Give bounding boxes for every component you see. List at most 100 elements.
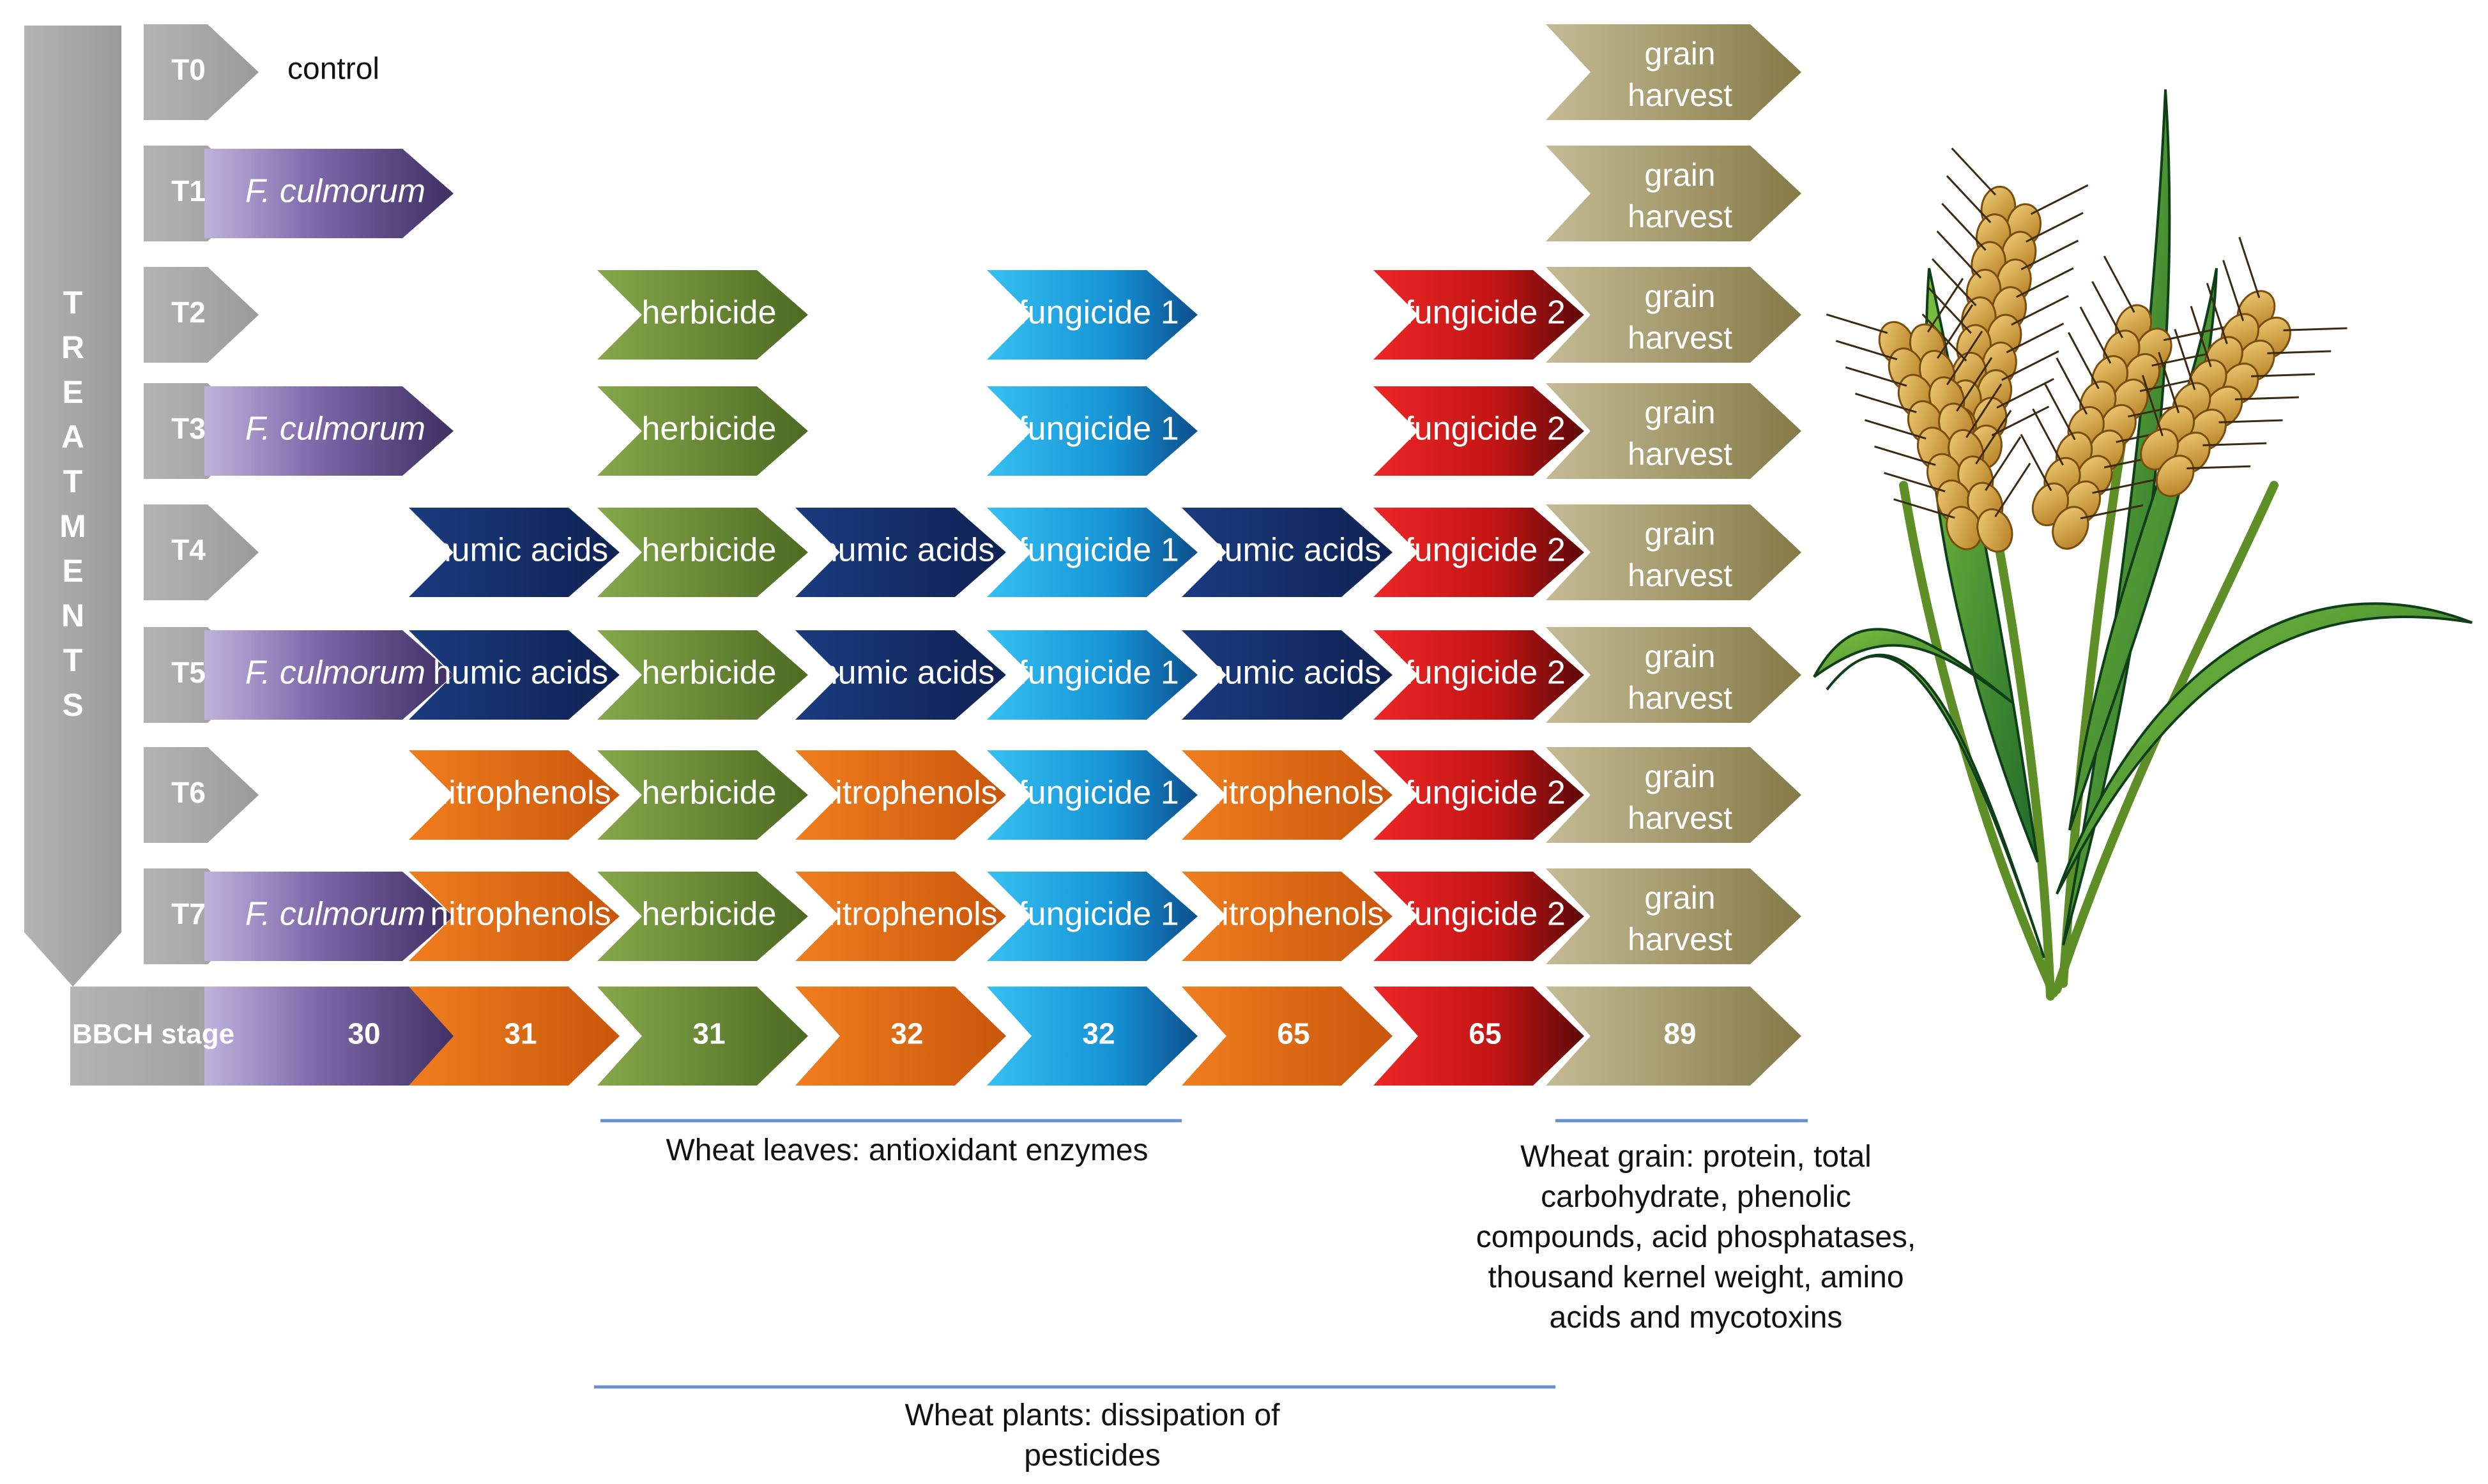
wheat-leaf [1826,653,2045,958]
step-label-fungicide-1: fungicide 1 [1018,532,1179,569]
bbch-stage-value: 31 [504,1017,537,1050]
step-label-herbicide: herbicide [641,896,776,933]
caption-leaves: Wheat leaves: antioxidant enzymes [666,1133,1149,1167]
step-label-f-culmorum: F. culmorum [245,173,425,210]
treatment-id: T0 [171,53,206,86]
treatment-id: T6 [171,776,206,809]
step-arrow-fungicide-1 [987,750,1198,840]
harvest-line2: harvest [1628,199,1732,234]
grain-harvest-arrow [1546,504,1801,600]
grain-harvest-arrow [1546,627,1801,723]
treatment-id: T2 [171,296,206,329]
bbch-stage-value: 32 [890,1017,923,1050]
step-arrow-nitrophenols [409,750,620,840]
bbch-stage-arrow [409,987,620,1086]
step-arrow-humic-acids [1182,508,1393,597]
step-arrow-fungicide-1 [987,508,1198,597]
step-arrow-fungicide-2 [1373,508,1584,597]
grain-harvest-arrow [1546,24,1801,120]
harvest-line2: harvest [1628,921,1732,957]
step-arrow-f-culmorum [204,386,454,476]
step-label-herbicide: herbicide [641,411,776,448]
step-label-nitrophenols: nitrophenols [816,896,997,933]
grain-harvest-arrow [1546,868,1801,964]
step-arrow-herbicide [597,270,808,360]
treatments-letter: N [61,598,84,633]
wheat-ear [1826,278,2031,553]
step-label-nitrophenols: nitrophenols [1203,775,1384,812]
step-label-fungicide-1: fungicide 1 [1018,411,1179,448]
step-arrow-herbicide [597,386,808,476]
step-arrow-nitrophenols [409,872,620,961]
step-label-herbicide: herbicide [641,775,776,812]
bbch-stage-arrow [1182,987,1393,1086]
bbch-stage-arrow [204,987,460,1086]
step-label-fungicide-2: fungicide 2 [1405,294,1566,331]
harvest-line2: harvest [1628,800,1732,836]
step-label-humic-acids: humic acids [1206,532,1382,569]
treatments-letter: A [61,419,84,455]
grain-harvest-arrow [1546,383,1801,479]
step-arrow-fungicide-2 [1373,750,1584,840]
treatments-letter: R [61,329,84,365]
grain-harvest-arrow [1546,146,1801,241]
step-label-humic-acids: humic acids [433,532,609,569]
step-arrow-nitrophenols [1182,872,1393,961]
step-label-humic-acids: humic acids [820,655,995,692]
step-arrow-fungicide-1 [987,872,1198,961]
wheat-leaf [2056,602,2473,895]
bbch-stage-arrow [795,987,1006,1086]
step-arrow-fungicide-2 [1373,872,1584,961]
treatment-tag-t0 [144,24,259,120]
step-arrow-nitrophenols [795,872,1006,961]
harvest-line1: grain [1644,36,1715,72]
bbch-stage-value: 65 [1277,1017,1309,1050]
harvest-line2: harvest [1628,320,1732,356]
step-arrow-fungicide-2 [1373,270,1584,360]
step-arrow-herbicide [597,750,808,840]
bbch-stage-arrow [597,987,808,1086]
treatment-id: T4 [171,533,206,566]
step-arrow-humic-acids [795,630,1006,720]
step-arrow-f-culmorum [204,149,454,238]
treatments-letter: T [63,285,83,321]
step-arrow-fungicide-1 [987,630,1198,720]
harvest-line1: grain [1644,759,1715,794]
step-label-f-culmorum: F. culmorum [245,896,425,933]
treatment-control-label: control [287,52,379,86]
harvest-line2: harvest [1628,77,1732,113]
step-label-fungicide-2: fungicide 2 [1405,411,1566,448]
step-label-fungicide-2: fungicide 2 [1405,532,1566,569]
step-arrow-fungicide-2 [1373,386,1584,476]
step-label-fungicide-1: fungicide 1 [1018,775,1179,812]
harvest-line2: harvest [1628,436,1732,472]
step-arrow-nitrophenols [1182,750,1393,840]
wheat-leaf [2068,268,2218,831]
treatments-letter: S [62,687,83,723]
wheat-leaf [1813,628,2013,704]
caption-grain: Wheat grain: protein, total carbohydrate… [1476,1140,1916,1335]
bbch-stage-arrow [1546,987,1801,1086]
harvest-line1: grain [1644,157,1715,193]
step-label-herbicide: herbicide [641,655,776,692]
treatment-tag-t6 [144,747,259,843]
wheat-ear [2140,236,2347,497]
treatments-banner [24,26,121,987]
step-label-humic-acids: humic acids [433,655,609,692]
treatments-letter: T [63,464,83,499]
step-label-fungicide-2: fungicide 2 [1405,775,1566,812]
harvest-line1: grain [1644,516,1715,552]
step-label-f-culmorum: F. culmorum [245,411,425,448]
step-label-humic-acids: humic acids [820,532,995,569]
wheat-illustration [1813,89,2473,1001]
step-arrow-herbicide [597,508,808,597]
treatments-letter: E [62,374,83,410]
step-arrow-herbicide [597,630,808,720]
step-arrow-f-culmorum [204,872,454,961]
step-arrow-herbicide [597,872,808,961]
bbch-label: BBCH stage [72,1018,234,1050]
bbch-stage-arrow [1373,987,1584,1086]
bbch-stage-arrow [987,987,1198,1086]
step-label-fungicide-1: fungicide 1 [1018,655,1179,692]
harvest-line1: grain [1644,395,1715,430]
